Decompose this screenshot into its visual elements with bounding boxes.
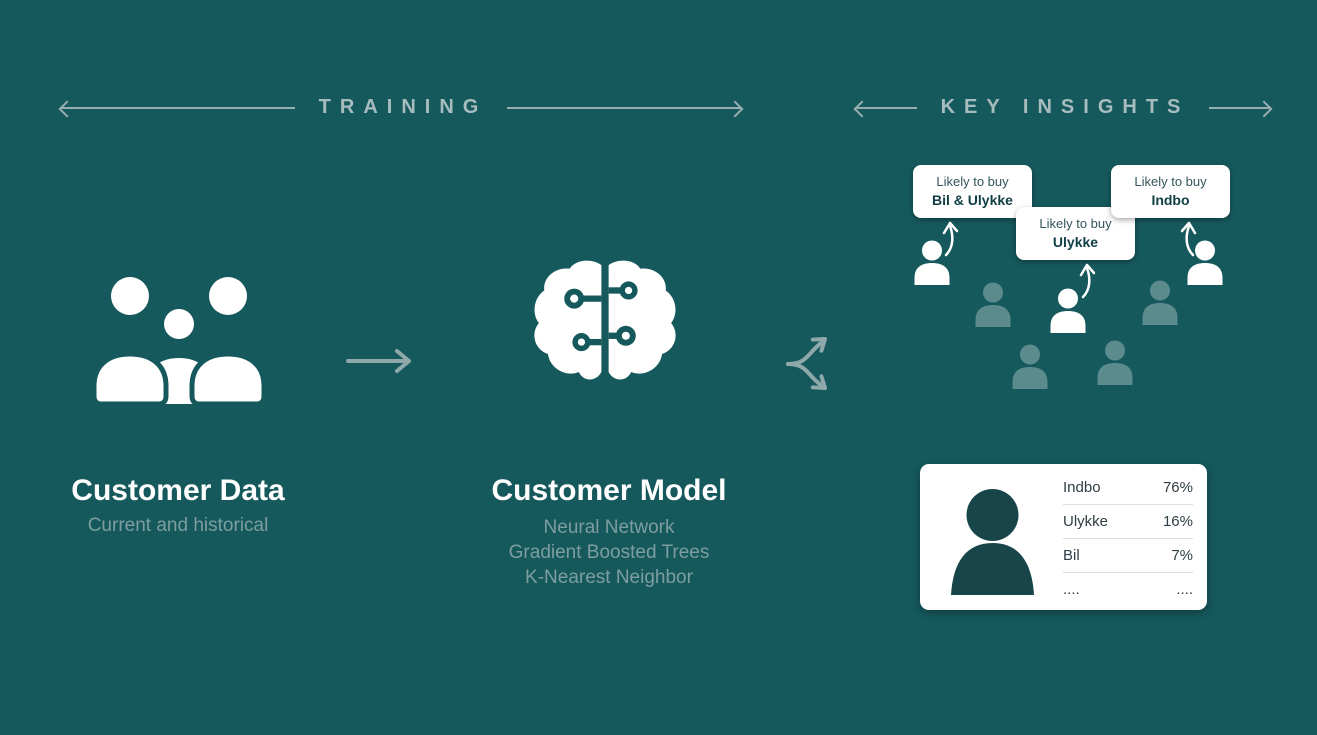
- people-group-icon: [91, 277, 267, 407]
- product-probability: 16%: [1162, 513, 1193, 530]
- customer-data-subtitle: Current and historical: [87, 515, 269, 536]
- callout-arrow-icon: [1180, 221, 1197, 257]
- muted-person-icon: [1009, 344, 1051, 389]
- muted-person-icon: [1094, 340, 1136, 385]
- muted-person-icon: [972, 282, 1014, 327]
- product-label: Ulykke: [1063, 513, 1109, 530]
- muted-person-icon: [1139, 280, 1181, 325]
- key-insights-label: KEY INSIGHTS: [940, 96, 1190, 118]
- prediction-row: Indbo 76%: [1063, 470, 1193, 504]
- customer-model-title: Customer Model: [491, 474, 727, 507]
- brain-icon: [534, 260, 676, 380]
- product-probability: 76%: [1162, 478, 1193, 496]
- model-method: Neural Network: [543, 517, 675, 538]
- callout-prefix: Likely to buy: [1134, 174, 1207, 189]
- training-section-header: TRAINING: [60, 96, 743, 119]
- callout-product: Bil & Ulykke: [932, 192, 1013, 208]
- product-label: Indbo: [1063, 478, 1101, 496]
- callout-prefix: Likely to buy: [936, 174, 1009, 189]
- callout-product: Indbo: [1151, 192, 1190, 208]
- avatar-silhouette-icon: [951, 489, 1034, 595]
- product-label: Bil: [1063, 547, 1080, 564]
- callout-indbo: Likely to buy Indbo: [1111, 165, 1230, 218]
- callout-product: Ulykke: [1052, 234, 1099, 250]
- highlighted-person-icon: [911, 240, 953, 285]
- product-probability: 7%: [1171, 547, 1193, 564]
- customer-model-methods: Neural Network Gradient Boosted Trees K-…: [429, 515, 789, 590]
- prediction-row: Bil 7%: [1063, 538, 1193, 572]
- highlighted-person-icon: [1184, 240, 1226, 285]
- prediction-row: Ulykke 16%: [1063, 504, 1193, 538]
- model-method: Gradient Boosted Trees: [508, 542, 710, 563]
- highlighted-person-icon: [1047, 288, 1089, 333]
- training-label: TRAINING: [318, 96, 488, 118]
- callout-bil-ulykke: Likely to buy Bil & Ulykke: [913, 165, 1032, 218]
- customer-data-title: Customer Data: [71, 474, 285, 507]
- product-probability: ....: [1176, 581, 1193, 598]
- arrow-line-left-icon: [855, 106, 917, 109]
- prediction-list: Indbo 76% Ulykke 16% Bil 7% .... ....: [1063, 470, 1193, 606]
- prediction-row: .... ....: [1063, 572, 1193, 606]
- branch-arrow-icon: [786, 337, 827, 390]
- prediction-card: Indbo 76% Ulykke 16% Bil 7% .... ....: [920, 464, 1207, 610]
- flow-arrow-right-icon: [346, 349, 411, 373]
- arrow-line-right-icon: [507, 106, 743, 109]
- arrow-line-right-icon: [1209, 106, 1271, 109]
- callout-arrow-icon: [1079, 263, 1096, 299]
- product-label: ....: [1063, 581, 1080, 598]
- callout-prefix: Likely to buy: [1039, 216, 1112, 231]
- key-insights-section-header: KEY INSIGHTS: [855, 96, 1271, 119]
- model-method: K-Nearest Neighbor: [525, 567, 693, 588]
- callout-arrow-icon: [942, 221, 959, 257]
- arrow-line-left-icon: [60, 106, 295, 109]
